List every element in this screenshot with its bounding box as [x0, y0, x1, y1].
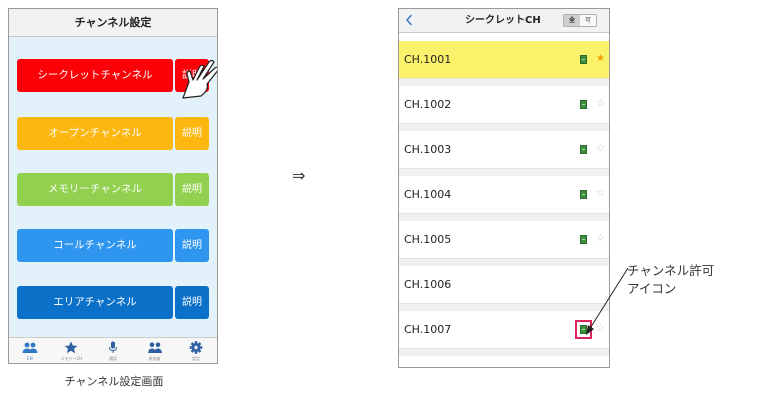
channel-label: CH.1006: [404, 278, 452, 291]
channel-label: CH.1007: [404, 323, 452, 336]
channel-label: CH.1001: [404, 53, 452, 66]
tab-call-label: 通話: [108, 356, 117, 361]
permit-icon: [580, 55, 587, 64]
list-item[interactable]: CH.1002 ☆: [399, 86, 609, 124]
favorite-star-icon[interactable]: ☆: [596, 143, 605, 154]
tab-ch-label: CH: [26, 356, 33, 361]
channel-settings-screen: チャンネル設定 シークレットチャンネル 説明 オープンチャンネル 説明 メモリー…: [8, 8, 218, 364]
row-separator: [399, 304, 609, 311]
secret-channel-info-button[interactable]: 説明: [175, 59, 209, 92]
tab-participants-label: 参加者: [148, 356, 161, 361]
tab-bar: CH メモリーCH 通話 参加者: [9, 337, 217, 363]
left-screen-caption: チャンネル設定画面: [64, 375, 164, 388]
tab-settings-label: 設定: [192, 356, 201, 361]
tab-participants[interactable]: 参加者: [134, 338, 176, 363]
list-item[interactable]: CH.1006: [399, 266, 609, 304]
channel-row-memory: メモリーチャンネル 説明: [17, 173, 209, 206]
permit-icon: [580, 145, 587, 154]
memory-channel-button[interactable]: メモリーチャンネル: [17, 173, 173, 206]
star-icon: [64, 341, 78, 354]
call-channel-info-button[interactable]: 説明: [175, 229, 209, 262]
filter-segment: 全 可: [563, 14, 597, 27]
secret-channel-screen: シークレットCH 全 可 CH.1001 ★ CH.1002 ☆ CH.1003…: [398, 8, 610, 368]
permit-icon-annotation: チャンネル許可 アイコン: [627, 262, 714, 298]
memory-channel-info-button[interactable]: 説明: [175, 173, 209, 206]
tab-call[interactable]: 通話: [92, 338, 134, 363]
tab-settings[interactable]: 設定: [175, 338, 217, 363]
channel-label: CH.1003: [404, 143, 452, 156]
permit-icon: [580, 325, 587, 334]
microphone-icon: [108, 341, 117, 353]
list-item[interactable]: CH.1007 ☆: [399, 311, 609, 349]
permit-icon: [580, 100, 587, 109]
annotation-line-1: チャンネル許可: [627, 263, 715, 278]
row-separator: [399, 169, 609, 176]
open-channel-button[interactable]: オープンチャンネル: [17, 117, 173, 150]
list-item[interactable]: CH.1003 ☆: [399, 131, 609, 169]
list-item[interactable]: CH.1005 ☆: [399, 221, 609, 259]
secret-channel-title: シークレットCH: [465, 15, 541, 26]
secret-channel-button[interactable]: シークレットチャンネル: [17, 59, 173, 92]
channel-row-open: オープンチャンネル 説明: [17, 117, 209, 150]
filter-all-button[interactable]: 全: [564, 15, 580, 26]
annotation-line-2: アイコン: [627, 281, 677, 296]
row-separator: [399, 259, 609, 266]
list-item[interactable]: CH.1001 ★: [399, 41, 609, 79]
secret-channel-header: シークレットCH 全 可: [399, 9, 609, 33]
back-chevron-icon[interactable]: [404, 13, 414, 27]
channel-row-secret: シークレットチャンネル 説明: [17, 59, 209, 92]
row-separator: [399, 214, 609, 221]
channel-row-call: コールチャンネル 説明: [17, 229, 209, 262]
favorite-star-icon[interactable]: ☆: [596, 98, 605, 109]
favorite-star-icon[interactable]: ☆: [596, 188, 605, 199]
channel-label: CH.1004: [404, 188, 452, 201]
area-channel-button[interactable]: エリアチャンネル: [17, 286, 173, 319]
call-channel-button[interactable]: コールチャンネル: [17, 229, 173, 262]
row-separator: [399, 349, 609, 356]
permit-icon: [580, 235, 587, 244]
transition-arrow: ⇒: [292, 166, 306, 185]
filter-permitted-button[interactable]: 可: [580, 15, 596, 26]
people-icon: [147, 342, 162, 353]
favorite-star-icon[interactable]: ★: [596, 53, 605, 64]
permit-icon: [580, 190, 587, 199]
channel-row-area: エリアチャンネル 説明: [17, 286, 209, 319]
gear-icon: [189, 341, 203, 354]
row-separator: [399, 124, 609, 131]
group-icon: [22, 342, 38, 353]
tab-memory-ch[interactable]: メモリーCH: [51, 338, 93, 363]
tab-memory-ch-label: メモリーCH: [60, 356, 83, 361]
tab-ch[interactable]: CH: [9, 338, 51, 363]
channel-label: CH.1005: [404, 233, 452, 246]
list-item[interactable]: CH.1004 ☆: [399, 176, 609, 214]
favorite-star-icon[interactable]: ☆: [596, 233, 605, 244]
area-channel-info-button[interactable]: 説明: [175, 286, 209, 319]
open-channel-info-button[interactable]: 説明: [175, 117, 209, 150]
row-separator: [399, 79, 609, 86]
channel-label: CH.1002: [404, 98, 452, 111]
favorite-star-icon[interactable]: ☆: [596, 323, 605, 334]
channel-settings-title: チャンネル設定: [9, 9, 217, 37]
